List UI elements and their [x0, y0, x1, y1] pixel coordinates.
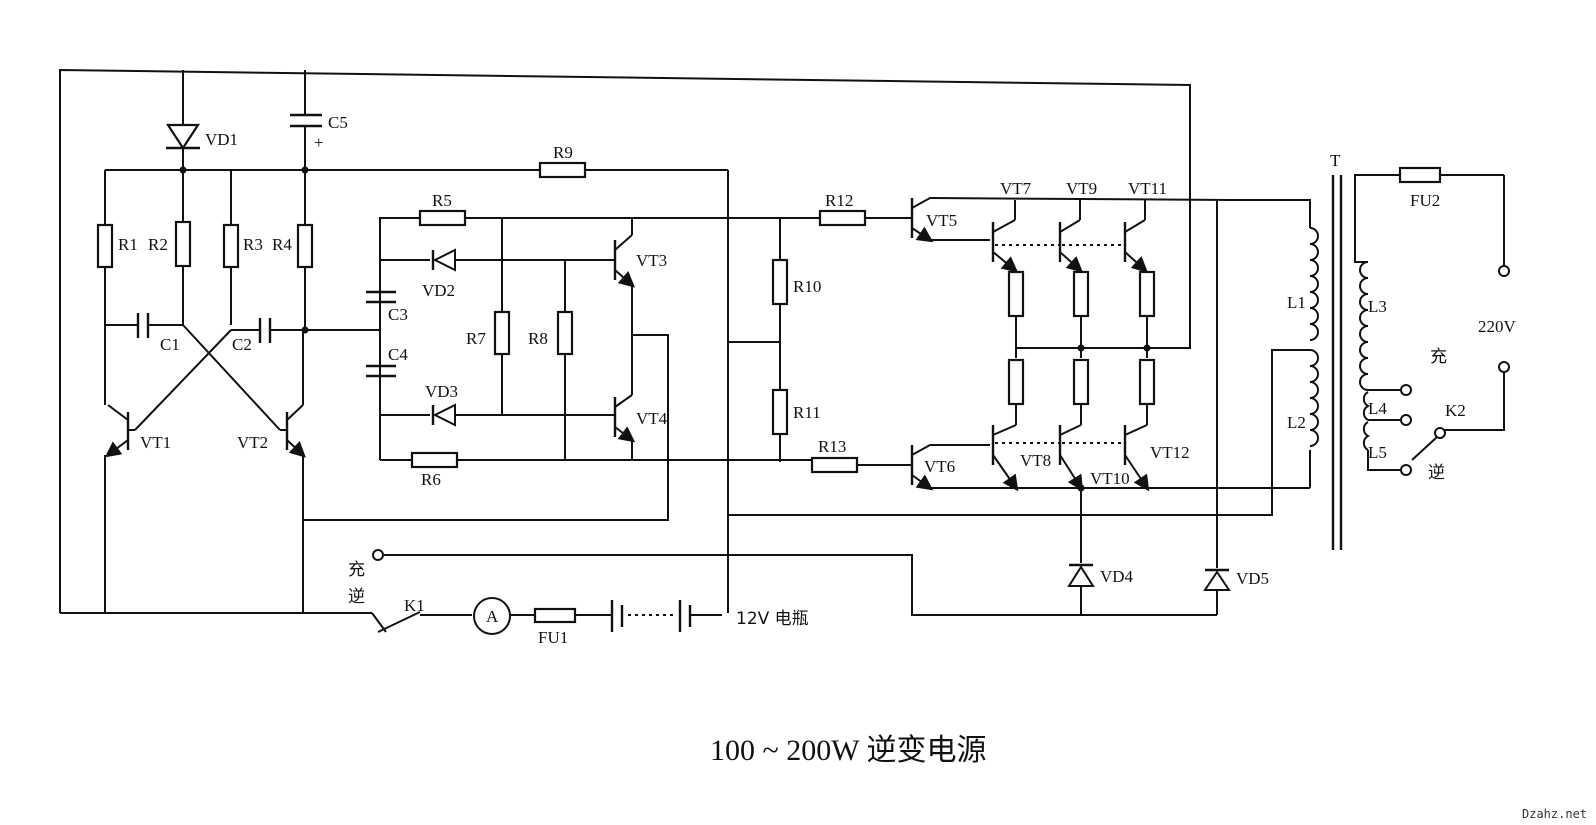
label-r1: R1: [118, 235, 138, 254]
label-c4: C4: [388, 345, 408, 364]
label-r5: R5: [432, 191, 452, 210]
outer-wiring: [59, 68, 1191, 614]
label-c2: C2: [232, 335, 252, 354]
label-fu1: FU1: [538, 628, 568, 647]
divider-stage: R10 R11 R12 R13: [728, 191, 912, 474]
transistor-vt5: VT5: [910, 197, 1231, 243]
label-r8: R8: [528, 329, 548, 348]
junction-dots: [179, 166, 309, 334]
driver-stage: R5 VD2 C3 C4 VD3 R6 R7 R8: [366, 191, 820, 489]
diode-vd1: VD1: [165, 123, 238, 170]
label-vt10: VT10: [1090, 469, 1130, 488]
label-vt2: VT2: [237, 433, 268, 452]
label-r12: R12: [825, 191, 853, 210]
label-chong-k1: 充: [348, 560, 365, 580]
output-bank-top: VT7 VT9 VT11: [991, 179, 1190, 358]
label-220v: 220V: [1478, 317, 1517, 336]
label-t: T: [1330, 151, 1341, 170]
label-vt7: VT7: [1000, 179, 1032, 198]
transistor-vt6: VT6: [910, 444, 1310, 491]
label-r6: R6: [421, 470, 441, 489]
label-r11: R11: [793, 403, 821, 422]
output-bank-bottom: VT8 VT10 VT12: [991, 358, 1190, 492]
diagram-title: 100 ~ 200W 逆变电源: [710, 734, 987, 767]
multivibrator-resistors: R1 R2 R3 R4: [96, 170, 314, 330]
capacitor-c5: C5 +: [290, 113, 348, 170]
label-l1: L1: [1287, 293, 1306, 312]
label-vt4: VT4: [636, 409, 668, 428]
label-k2: K2: [1445, 401, 1466, 420]
label-c5: C5: [328, 113, 348, 132]
label-vd3: VD3: [425, 382, 458, 401]
label-vt12: VT12: [1150, 443, 1190, 462]
diode-vd4: VD4: [1067, 488, 1134, 615]
label-k1: K1: [404, 596, 425, 615]
label-r3: R3: [243, 235, 263, 254]
label-l5: L5: [1368, 443, 1387, 462]
ammeter-label: A: [486, 607, 499, 626]
coupling-capacitors: C1 C2: [105, 313, 380, 431]
label-vd2: VD2: [422, 281, 455, 300]
label-vt3: VT3: [636, 251, 667, 270]
label-c3: C3: [388, 305, 408, 324]
label-r10: R10: [793, 277, 821, 296]
label-r9: R9: [553, 143, 573, 162]
label-l4: L4: [1368, 399, 1387, 418]
label-vt5: VT5: [926, 211, 957, 230]
label-l2: L2: [1287, 413, 1306, 432]
label-r7: R7: [466, 329, 486, 348]
label-vt8: VT8: [1020, 451, 1051, 470]
label-vt11: VT11: [1128, 179, 1167, 198]
label-vd5: VD5: [1236, 569, 1269, 588]
ac-output: FU2 220V 充 逆 K2: [1398, 166, 1517, 483]
label-vd4: VD4: [1100, 567, 1134, 586]
transistor-vt2: VT2: [237, 330, 306, 613]
label-ni-k2: 逆: [1428, 463, 1445, 483]
label-r2: R2: [148, 235, 168, 254]
transistor-vt1: VT1: [104, 325, 171, 613]
label-c5-plus: +: [314, 133, 324, 152]
battery-section: 充 逆 K1 A FU1 12V 电瓶: [348, 549, 809, 647]
label-battery: 12V 电瓶: [736, 609, 809, 629]
label-chong-k2: 充: [1430, 347, 1447, 367]
label-r4: R4: [272, 235, 292, 254]
label-r13: R13: [818, 437, 846, 456]
label-vt6: VT6: [924, 457, 955, 476]
label-vt1: VT1: [140, 433, 171, 452]
label-fu2: FU2: [1410, 191, 1440, 210]
label-l3: L3: [1368, 297, 1387, 316]
diode-vd5: VD5: [1203, 200, 1269, 615]
label-vt9: VT9: [1066, 179, 1097, 198]
watermark: Dzahz.net: [1522, 807, 1587, 821]
label-c1: C1: [160, 335, 180, 354]
label-ni-k1: 逆: [348, 587, 365, 607]
resistor-r9: R9: [538, 143, 587, 179]
transformer-t: T L1 L2 L3 L4 L5: [1230, 151, 1450, 550]
label-vd1: VD1: [205, 130, 238, 149]
